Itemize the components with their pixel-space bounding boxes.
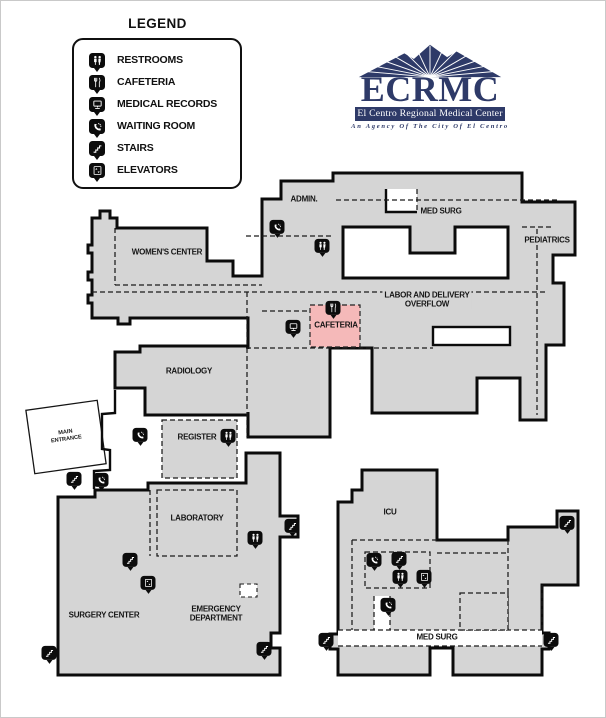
legend-item-stairs: STAIRS (89, 137, 240, 159)
elevators-icon (140, 575, 156, 590)
legend-item-cafeteria: CAFETERIA (89, 71, 240, 93)
restrooms-icon (220, 428, 236, 443)
legend-item-restrooms: RESTROOMS (89, 49, 240, 71)
stairs-icon (122, 552, 138, 567)
legend-item-label: RESTROOMS (117, 54, 183, 66)
label-admin: ADMIN. (290, 194, 318, 204)
restrooms-icon (247, 530, 263, 545)
emergency-building-outline (56, 451, 300, 677)
stairs-icon (256, 641, 272, 656)
waiting-room-icon (89, 118, 105, 134)
label-icu: ICU (383, 507, 397, 517)
legend-item-medical-records: MEDICAL RECORDS (89, 93, 240, 115)
cafeteria-icon (325, 300, 341, 315)
legend-item-label: MEDICAL RECORDS (117, 98, 218, 110)
label-laboratory: LABORATORY (170, 513, 224, 523)
stairs-icon (284, 518, 300, 533)
stairs-icon (543, 632, 559, 647)
restrooms-icon (392, 569, 408, 584)
label-cafeteria: CAFETERIA (314, 320, 358, 330)
ecrmc-logo: ECRMC El Centro Regional Medical Center … (350, 42, 510, 130)
legend-item-label: ELEVATORS (117, 164, 178, 176)
restrooms-icon (314, 238, 330, 253)
legend-item-waiting-room: WAITING ROOM (89, 115, 240, 137)
icu-building-outline (328, 468, 580, 677)
label-pediatrics: PEDIATRICS (522, 235, 572, 245)
stairs-icon (318, 632, 334, 647)
logo-acronym: ECRMC (360, 69, 500, 109)
label-emergency-department: EMERGENCY DEPARTMENT (189, 604, 243, 623)
legend-item-elevators: ELEVATORS (89, 159, 240, 181)
waiting-room-icon (380, 597, 396, 612)
courtyard-cutout (341, 225, 510, 280)
logo-name-banner: El Centro Regional Medical Center (355, 106, 505, 121)
elevators-icon (416, 569, 432, 584)
restrooms-icon (89, 52, 105, 68)
mountain-sunburst-icon (358, 44, 502, 78)
medical-records-icon (89, 96, 105, 112)
laboratory-room (156, 489, 238, 557)
stairs-icon (66, 471, 82, 486)
label-med-surg-south: MED SURG (413, 632, 461, 642)
radiology-building-outline (113, 344, 250, 417)
label-med-surg-north: MED SURG (418, 206, 464, 216)
legend-box: RESTROOMS CAFETERIA MEDICAL RECORDS WAIT… (72, 38, 242, 189)
waiting-room-icon (132, 427, 148, 442)
logo-tagline: An Agency Of The City Of El Centro (351, 122, 509, 130)
waiting-room-icon (366, 552, 382, 567)
legend-item-label: WAITING ROOM (117, 120, 196, 132)
legend-item-label: CAFETERIA (117, 76, 176, 88)
stairs-icon (391, 551, 407, 566)
label-radiology: RADIOLOGY (165, 366, 213, 376)
corridor-cutout (431, 325, 512, 347)
label-register: REGISTER (177, 432, 217, 442)
elevators-icon (89, 162, 105, 178)
stairs-icon (559, 515, 575, 530)
cafeteria-icon (89, 74, 105, 90)
medical-records-icon (285, 319, 301, 334)
label-labor-and-delivery: LABOR AND DELIVERY OVERFLOW (382, 290, 472, 310)
stairs-icon (89, 140, 105, 156)
stairs-icon (41, 645, 57, 660)
label-womens-center: WOMEN'S CENTER (131, 247, 203, 257)
legend-item-label: STAIRS (117, 142, 154, 154)
waiting-room-icon (269, 219, 285, 234)
waiting-room-icon (93, 472, 109, 487)
legend-title: LEGEND (128, 16, 187, 31)
label-surgery-center: SURGERY CENTER (68, 610, 140, 620)
